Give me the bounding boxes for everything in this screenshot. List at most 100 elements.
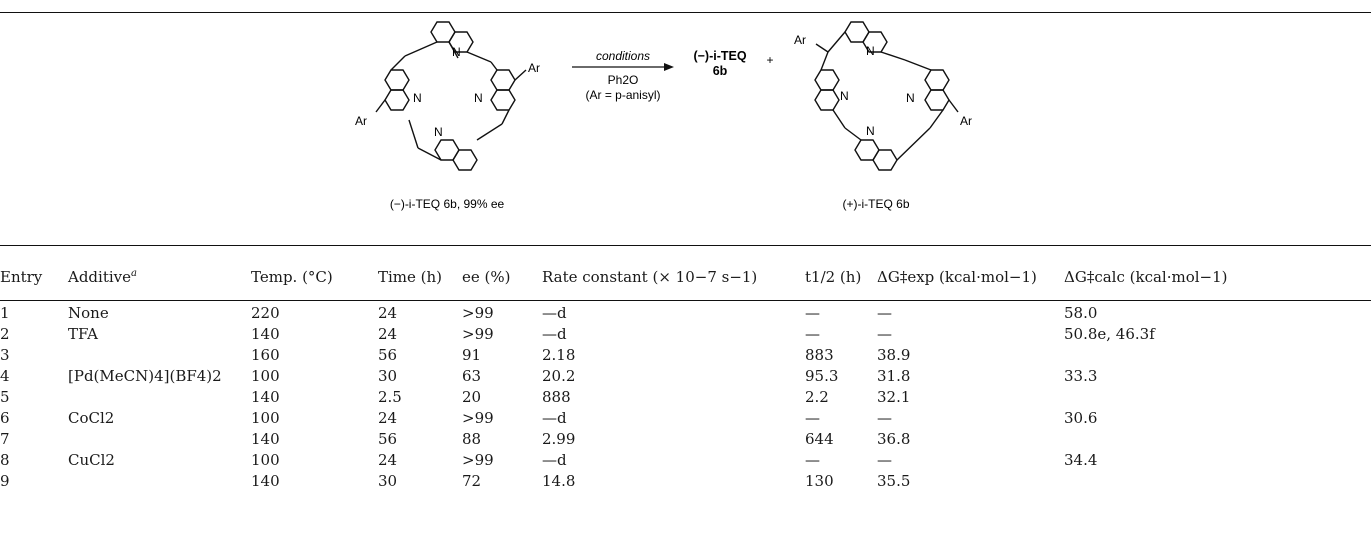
cell-additive: CuCl2 (68, 450, 115, 469)
product-ar-left: Ar (794, 33, 806, 47)
cell-temp: 100 (251, 450, 280, 469)
cell-time: 30 (378, 366, 398, 385)
header-dg-calc: ΔG‡calc (kcal·mol−1) (1064, 268, 1228, 286)
reactant-n-top: N (452, 45, 461, 59)
cell-additive (68, 386, 251, 407)
cell-entry: 2 (0, 324, 10, 343)
product-n-right: N (906, 91, 915, 105)
cell-half-life: — (805, 324, 820, 343)
cell-time: 30 (378, 471, 398, 490)
cell-dg-exp: — (877, 324, 892, 343)
top-rule (0, 12, 1371, 13)
results-table: Entry Additivea Temp. (°C) Time (h) ee (… (0, 262, 1294, 491)
arrow-condition-below-2: (Ar = p-anisyl) (585, 88, 660, 102)
plus-sign: + (766, 53, 773, 67)
cell-dg-exp: 38.9 (877, 345, 911, 364)
cell-ee: 72 (462, 471, 482, 490)
cell-dg-exp: 32.1 (877, 387, 911, 406)
reactant-ar-left: Ar (355, 114, 367, 128)
cell-additive: None (68, 303, 109, 322)
product-n-bottom: N (866, 124, 875, 138)
cell-entry: 1 (0, 303, 10, 322)
cell-dg-calc: 50.8e, 46.3f (1064, 324, 1155, 343)
cell-ee: >99 (462, 408, 494, 427)
header-half-life: t1/2 (h) (805, 268, 862, 286)
cell-temp: 140 (251, 471, 280, 490)
cell-entry: 5 (0, 387, 10, 406)
cell-dg-exp: 36.8 (877, 429, 911, 448)
header-bottom-rule (0, 300, 1371, 301)
cell-entry: 3 (0, 345, 10, 364)
cell-rate-constant: 20.2 (542, 366, 576, 385)
cell-dg-calc: 33.3 (1064, 366, 1098, 385)
cell-ee: 91 (462, 345, 482, 364)
cell-rate-constant: 2.18 (542, 345, 576, 364)
arrow-condition-below-1: Ph2O (608, 73, 639, 87)
reactant-n-bottom: N (434, 125, 443, 139)
product-n-top: N (866, 44, 875, 58)
cell-temp: 160 (251, 345, 280, 364)
cell-time: 24 (378, 324, 398, 343)
table-top-rule (0, 245, 1371, 246)
header-temp: Temp. (°C) (251, 268, 333, 286)
reactant-caption: (−)-i-TEQ 6b, 99% ee (390, 197, 505, 211)
cell-additive: TFA (68, 324, 98, 343)
cell-half-life: 883 (805, 345, 834, 364)
cell-dg-exp: — (877, 450, 892, 469)
cell-time: 24 (378, 408, 398, 427)
cell-ee: 20 (462, 387, 482, 406)
header-entry: Entry (0, 268, 43, 286)
cell-half-life: — (805, 450, 820, 469)
reactant-structure (375, 21, 527, 171)
cell-additive: CoCl2 (68, 408, 115, 427)
cell-temp: 140 (251, 387, 280, 406)
cell-rate-constant: —d (542, 408, 567, 427)
cell-dg-calc: 34.4 (1064, 450, 1098, 469)
cell-ee: 88 (462, 429, 482, 448)
cell-dg-calc (1064, 428, 1294, 449)
cell-temp: 100 (251, 408, 280, 427)
cell-temp: 220 (251, 303, 280, 322)
cell-entry: 8 (0, 450, 10, 469)
reactant-ar-right: Ar (528, 61, 540, 75)
cell-rate-constant: —d (542, 450, 567, 469)
product-left-name: (−)-i-TEQ (693, 49, 746, 63)
cell-time: 2.5 (378, 387, 402, 406)
reactant-n-left: N (413, 91, 422, 105)
cell-half-life: — (805, 303, 820, 322)
cell-rate-constant: —d (542, 303, 567, 322)
header-ee: ee (%) (462, 268, 511, 286)
cell-dg-calc (1064, 470, 1294, 491)
header-dg-exp: ΔG‡exp (kcal·mol−1) (877, 268, 1037, 286)
header-additive: Additivea (68, 268, 137, 286)
table-header-row: Entry Additivea Temp. (°C) Time (h) ee (… (0, 262, 1294, 292)
reaction-scheme: N N N N Ar Ar (−)-i-TEQ 6b, 99% ee condi… (355, 21, 972, 211)
product-left-number: 6b (713, 64, 728, 78)
cell-dg-exp: 35.5 (877, 471, 911, 490)
cell-additive (68, 470, 251, 491)
cell-entry: 9 (0, 471, 10, 490)
cell-half-life: 130 (805, 471, 834, 490)
cell-time: 24 (378, 450, 398, 469)
cell-dg-exp: 31.8 (877, 366, 911, 385)
cell-ee: >99 (462, 303, 494, 322)
arrow-head-icon (664, 63, 674, 71)
cell-entry: 6 (0, 408, 10, 427)
cell-temp: 140 (251, 324, 280, 343)
product-n-left: N (840, 89, 849, 103)
cell-dg-calc (1064, 386, 1294, 407)
cell-half-life: — (805, 408, 820, 427)
cell-dg-calc (1064, 344, 1294, 365)
cell-ee: >99 (462, 324, 494, 343)
header-rate-constant: Rate constant (× 10−7 s−1) (542, 268, 758, 286)
cell-time: 24 (378, 303, 398, 322)
